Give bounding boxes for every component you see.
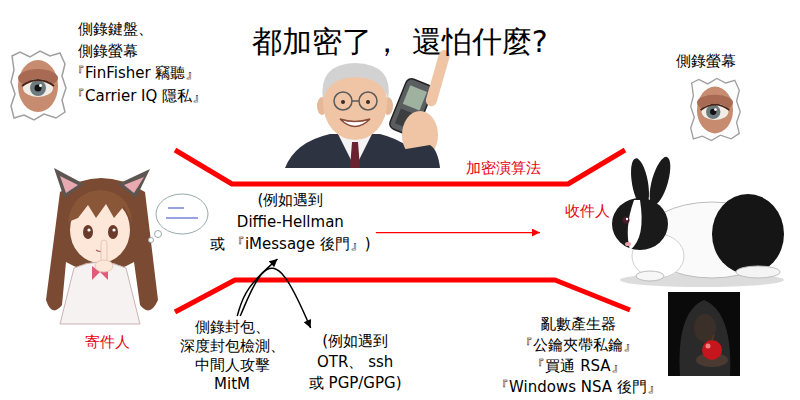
eye-peeking [701,105,730,110]
hooded-figure [680,300,731,376]
rabbit-receiver [712,194,784,274]
girl-sender [112,228,115,231]
girl-sender [60,176,78,193]
rabbit-receiver [645,155,674,207]
man-photo [334,92,352,110]
receiver-node: 收件人 [540,160,785,285]
node-text: (例如遇到 [210,189,371,211]
eye-peeking [30,80,46,96]
girl-sender [54,168,84,198]
thought-bubble [168,208,184,209]
man-photo [322,63,388,100]
thought-bubble [166,218,198,219]
node-text: OTR、 ssh [309,352,402,373]
sender-node: 寄件人 [40,170,185,360]
eye-peeking [691,79,741,141]
eye-peeking [691,79,741,141]
node-text: 或 PGP/GPG) [309,373,402,394]
node-text: Diffie-Hellman [210,211,371,233]
man-photo [359,92,377,110]
node-text: (例如遇到 [309,331,402,352]
girl-sender [108,225,118,239]
thought-bubble [156,194,208,234]
man-photo [285,49,451,168]
rabbit-receiver [625,242,631,246]
man-photo [350,142,360,168]
man-photo [403,85,427,110]
eye-peeking [39,84,42,87]
man-photo [400,145,440,168]
hooded-figure [694,314,716,342]
example-note: (例如遇到OTR、 ssh或 PGP/GPG) [309,331,402,394]
eye-peeking [35,85,42,92]
node-text: 收件人 [565,202,610,220]
node-text: MitM [180,375,285,394]
node-text: 或 『iMessage 後門』) [210,233,371,255]
annotation-label: 『Carrier IQ 隱私』 [70,87,207,105]
hooded-figure [668,292,740,376]
girl-sender [46,168,158,324]
rabbit-receiver [736,266,780,278]
hooded-figure [702,340,722,360]
annotation-label: 『買通 RSA』 [530,357,625,375]
thought-bubble [149,194,209,243]
annotation-label: 側錄螢幕 [78,42,138,60]
node-text: 寄件人 [85,333,130,351]
example-note: (例如遇到Diffie-Hellman或 『iMessage 後門』) [210,189,371,255]
eye-peeking [714,108,717,111]
eye-peeking [23,79,53,97]
eye-peeking [18,60,58,112]
man-photo [352,100,359,102]
node-text: 深度封包檢測、 [180,337,285,356]
annotation-label: 側錄鍵盤、 [78,20,153,38]
eye-peeking [702,104,729,120]
man-photo [341,100,345,104]
man-photo [340,119,370,127]
man-photo [366,100,370,104]
thought-bubble [149,238,154,243]
girl-sender [87,228,90,231]
node-text: 側錄封包、 [180,318,285,337]
attack-note: 側錄封包、深度封包檢測、中間人攻擊MitM [180,318,285,394]
rabbit-receiver [623,217,630,224]
eye-peeking [11,51,66,120]
girl-sender [101,240,107,262]
rabbit-receiver [612,198,668,250]
girl-sender [118,169,150,198]
hooded-figure [668,292,740,376]
eye-peeking [11,51,66,120]
rabbit-receiver [626,218,628,220]
rabbit-receiver [636,271,664,281]
girl-sender [124,177,144,193]
girl-sender [83,225,93,239]
annotation-label: 『公鑰夾帶私鑰』 [518,336,638,354]
node-text: 中間人攻擊 [180,356,285,375]
connector-arrow [376,232,540,233]
girl-sender [95,260,113,272]
eye-peeking [697,95,733,111]
annotation-label: 側錄螢幕 [676,52,736,70]
title-text: 都加密了， 還怕什麼? [252,24,547,60]
eye-peeking [22,80,54,86]
rabbit-receiver [612,155,784,287]
annotation-label: 加密演算法 [466,159,541,177]
eye-peeking [710,109,716,115]
girl-sender [68,190,132,222]
hooded-figure [712,335,714,340]
annotation-label: 『FinFisher 竊聽』 [70,64,200,82]
thought-bubble [155,231,162,238]
annotation-label: 『Windows NSA 後門』 [494,378,662,396]
annotation-label: 亂數產生器 [541,315,616,333]
eye-peeking [697,87,733,134]
hooded-figure [706,344,711,349]
